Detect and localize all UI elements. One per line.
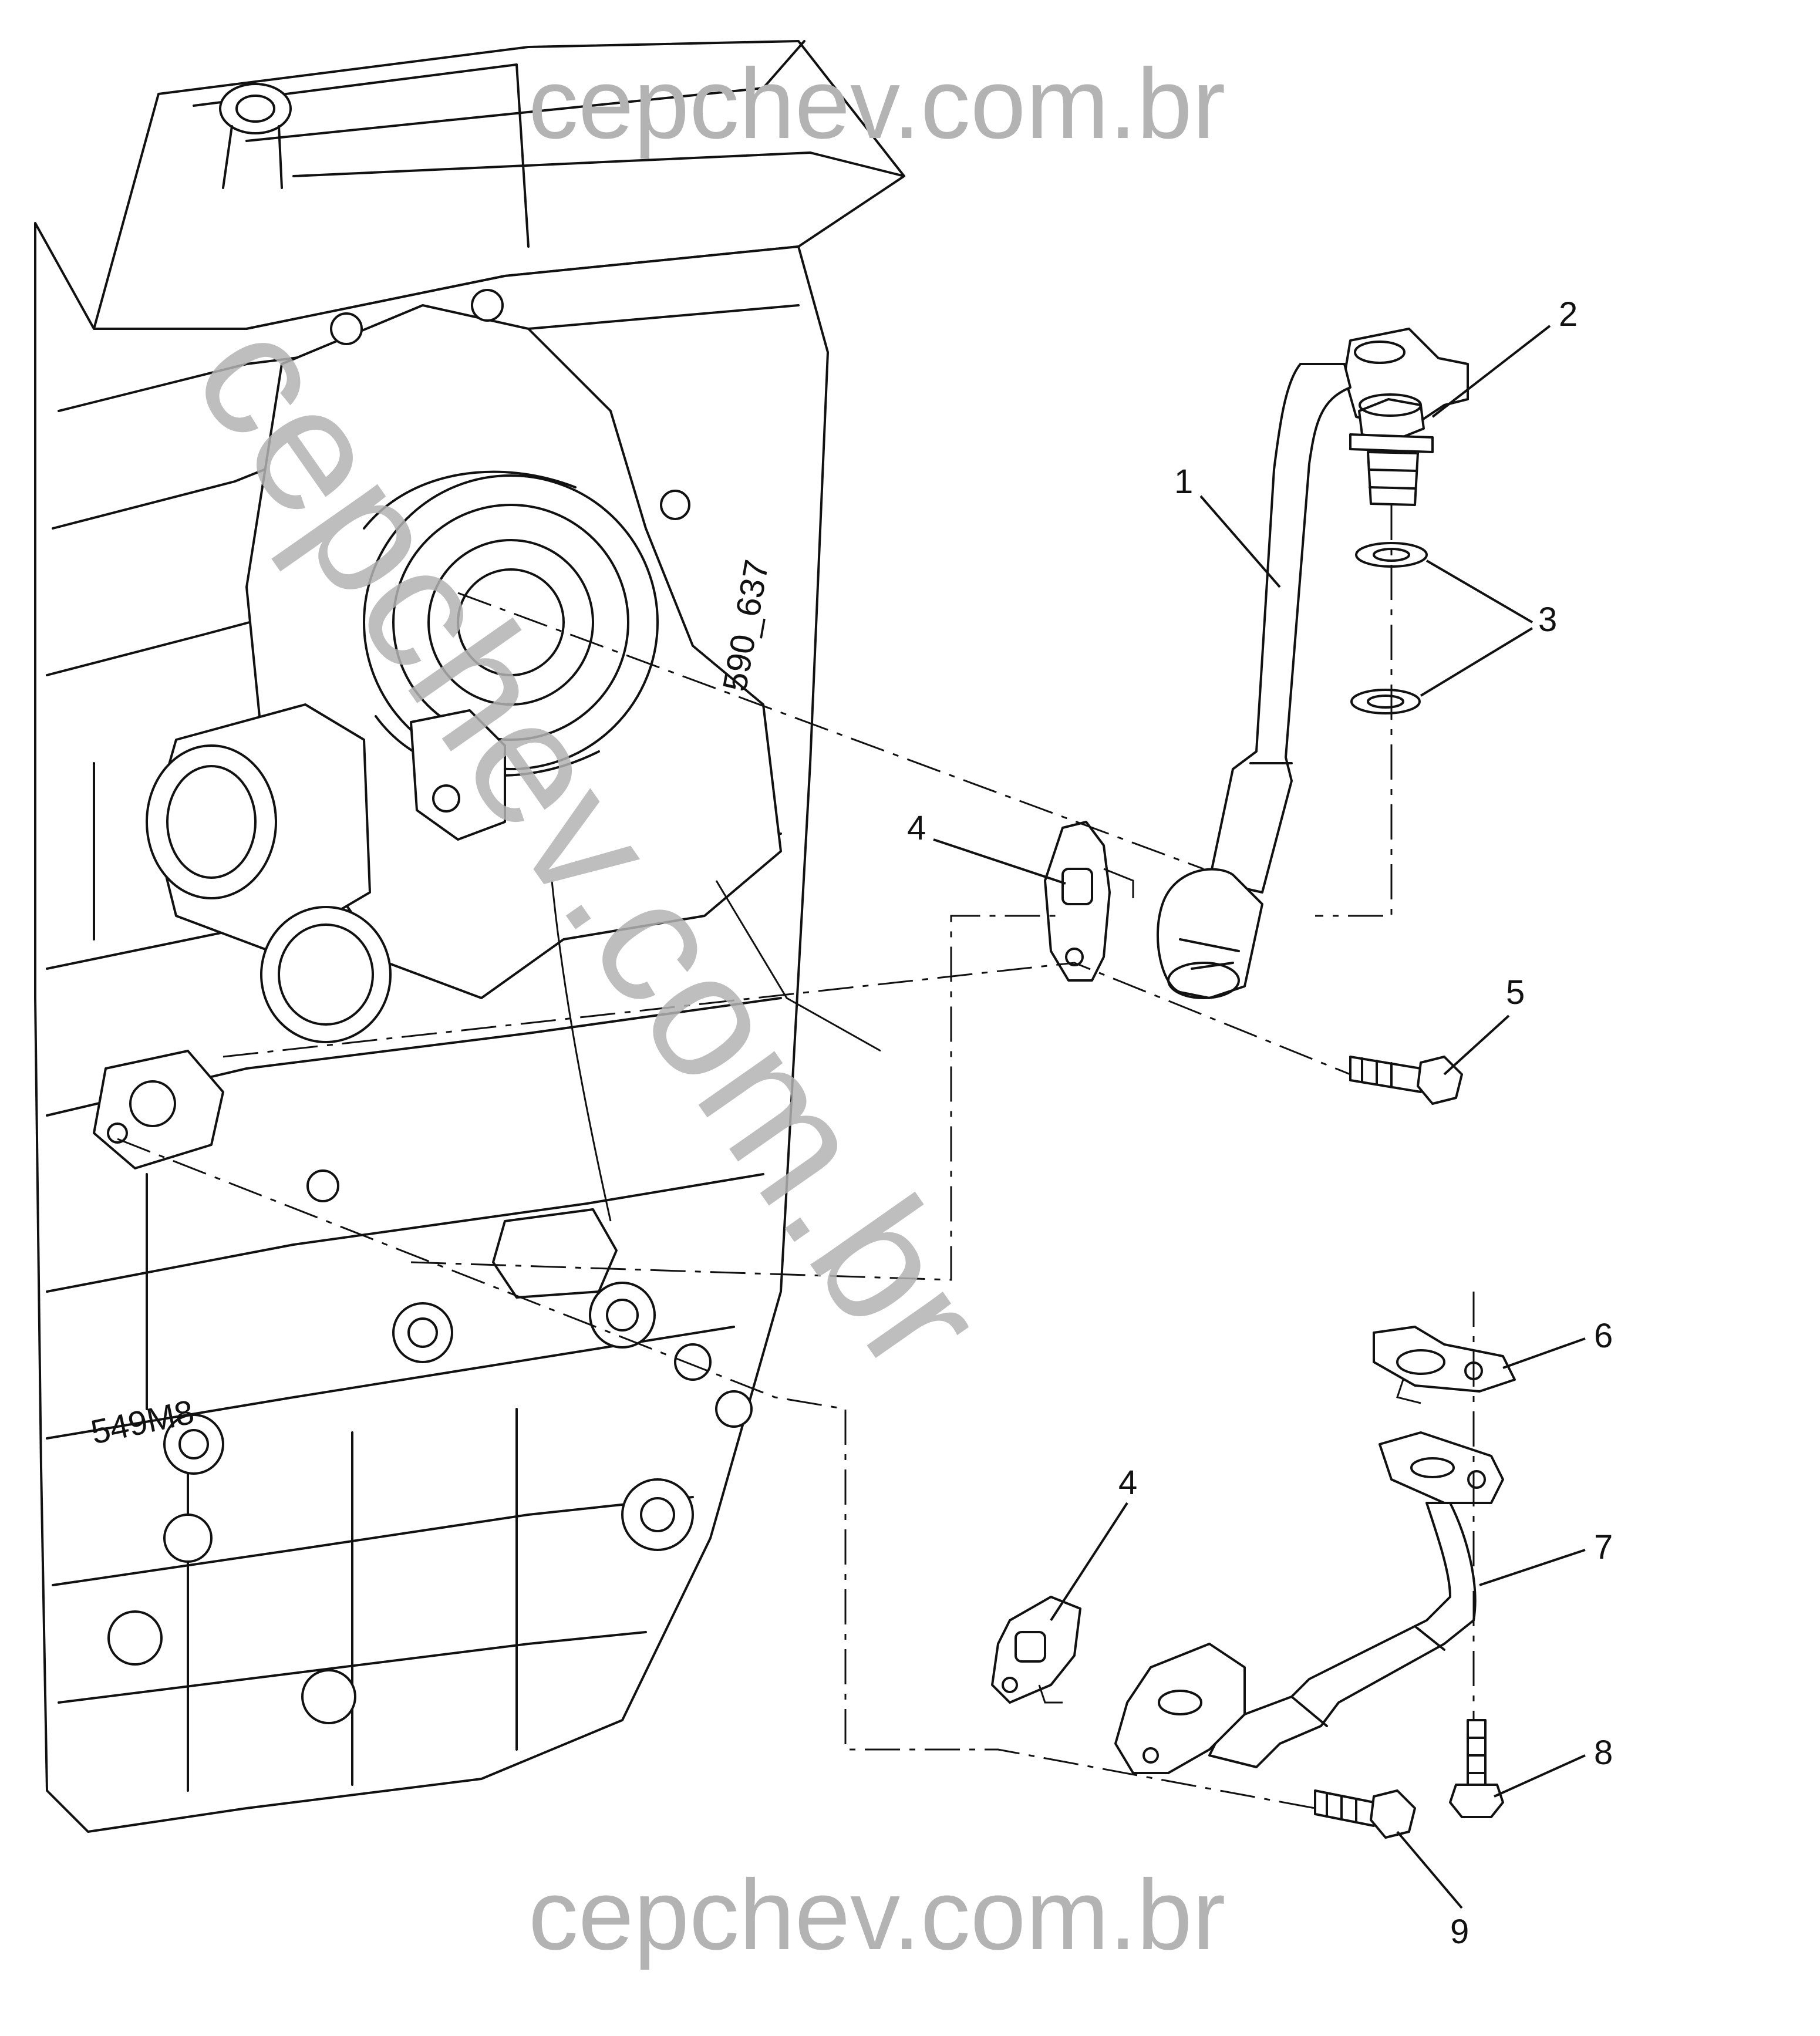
- callout-7: 7: [1594, 1528, 1613, 1566]
- callout-1: 1: [1174, 463, 1193, 501]
- callout-labels: 1 2 3 4 5 6 7 4 8 9: [907, 295, 1613, 1951]
- callout-4-lower: 4: [1118, 1464, 1137, 1502]
- engine-assembly: 590_637 549M8: [34, 40, 905, 1833]
- oil-return-pipe: [1114, 1431, 1504, 1774]
- alignment-lines: [117, 505, 1475, 1809]
- bolt-upper: [1349, 1056, 1463, 1105]
- callout-9: 9: [1450, 1913, 1469, 1951]
- callout-5: 5: [1506, 973, 1525, 1012]
- oil-feed-pipe: [1156, 328, 1469, 999]
- watermark-bottom: cepchev.com.br: [528, 1859, 1225, 1971]
- callout-leaders: [933, 325, 1586, 1909]
- callout-8: 8: [1594, 1734, 1613, 1772]
- callout-3: 3: [1538, 601, 1557, 639]
- callout-4-upper: 4: [907, 809, 926, 847]
- callout-6: 6: [1594, 1317, 1613, 1355]
- gasket-lower-right: [1373, 1326, 1516, 1404]
- gasket-upper: [1044, 821, 1134, 982]
- sealing-washers: [1350, 542, 1428, 714]
- banjo-bolt: [1349, 393, 1434, 506]
- bolt-vertical: [1449, 1719, 1504, 1818]
- watermark-top: cepchev.com.br: [528, 48, 1225, 160]
- callout-2: 2: [1559, 295, 1578, 333]
- gasket-lower: [991, 1596, 1081, 1704]
- bolt-lower: [1314, 1789, 1416, 1839]
